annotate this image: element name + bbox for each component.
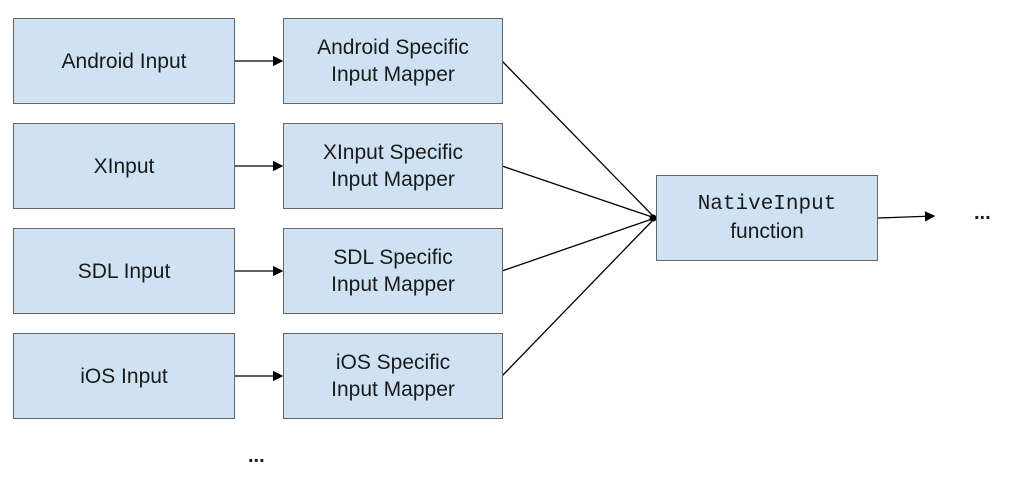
mapper-label-line2: Input Mapper bbox=[331, 63, 455, 86]
line-sdl-mapper-to-native bbox=[501, 217, 656, 272]
mapper-label-line2: Input Mapper bbox=[331, 273, 455, 296]
line-ios-mapper-to-native bbox=[501, 217, 656, 377]
mapper-label-line1: iOS Specific bbox=[335, 351, 451, 374]
mapper-label-line1: Android Specific bbox=[317, 36, 469, 59]
native-input-function-label: function bbox=[730, 220, 804, 243]
source-label: XInput bbox=[93, 154, 155, 178]
mapper-box-xinput: XInput Specific Input Mapper bbox=[283, 123, 503, 209]
native-input-box: NativeInput function bbox=[656, 175, 878, 261]
ellipsis-more-sources: ... bbox=[248, 445, 265, 467]
native-input-function-name: NativeInput bbox=[697, 193, 837, 216]
mapper-label-line2: Input Mapper bbox=[331, 378, 455, 401]
mapper-box-android: Android Specific Input Mapper bbox=[283, 18, 503, 104]
source-box-sdl: SDL Input bbox=[13, 228, 235, 314]
source-box-android: Android Input bbox=[13, 18, 235, 104]
arrow-native-output bbox=[877, 211, 936, 222]
ellipsis-more-output: ... bbox=[974, 202, 991, 224]
mapper-label-line1: XInput Specific bbox=[322, 141, 464, 164]
source-label: Android Input bbox=[61, 49, 187, 73]
merge-point bbox=[649, 214, 657, 222]
mapper-box-ios: iOS Specific Input Mapper bbox=[283, 333, 503, 419]
mapper-label-line1: SDL Specific bbox=[333, 246, 453, 269]
mapper-box-sdl: SDL Specific Input Mapper bbox=[283, 228, 503, 314]
source-box-xinput: XInput bbox=[13, 123, 235, 209]
line-android-mapper-to-native bbox=[501, 60, 656, 219]
mapper-label-line2: Input Mapper bbox=[331, 168, 455, 191]
source-label: iOS Input bbox=[80, 364, 168, 388]
source-label: SDL Input bbox=[77, 259, 171, 283]
line-xinput-mapper-to-native bbox=[501, 165, 656, 219]
source-box-ios: iOS Input bbox=[13, 333, 235, 419]
